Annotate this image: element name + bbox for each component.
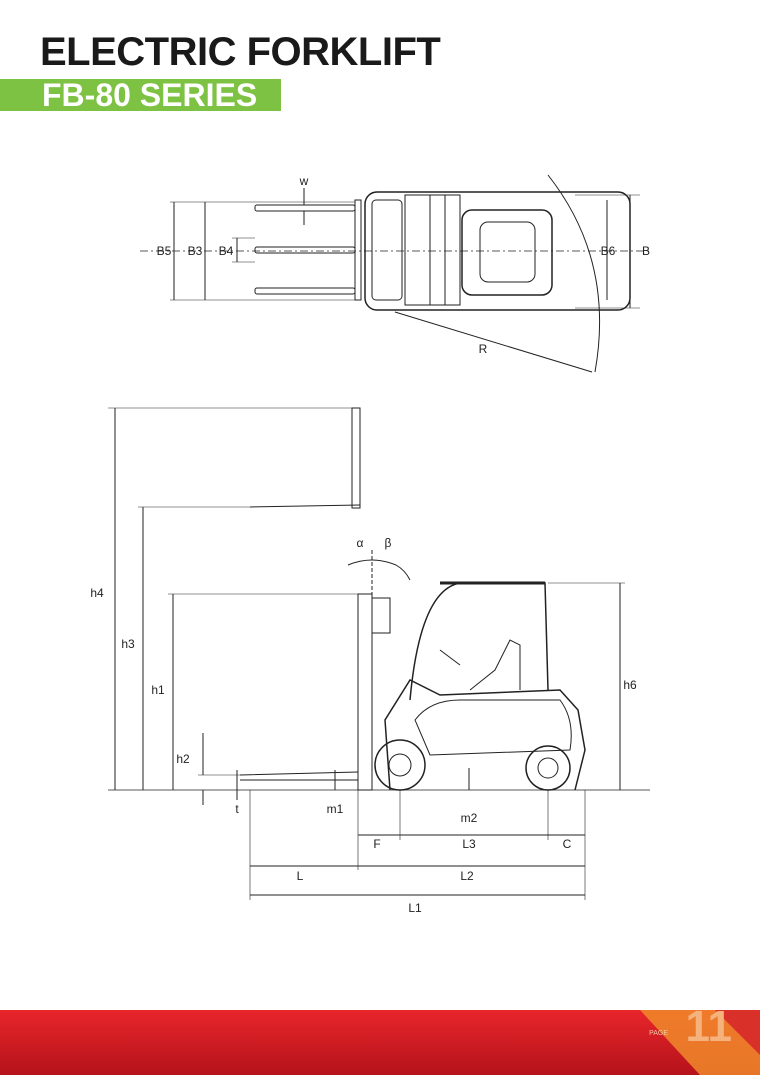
label-c: C: [563, 837, 572, 851]
series-banner: FB-80 SERIES: [0, 77, 281, 113]
page-label: PAGE: [649, 1030, 668, 1037]
label-b4: B4: [219, 244, 234, 258]
label-l1: L1: [408, 901, 422, 915]
page-title: ELECTRIC FORKLIFT: [40, 30, 441, 74]
label-t: t: [235, 802, 239, 816]
label-b6: B6: [601, 244, 616, 258]
label-alpha: α: [357, 536, 364, 550]
label-h1: h1: [151, 683, 165, 697]
label-l3: L3: [462, 837, 476, 851]
label-beta: β: [385, 536, 392, 550]
label-h3: h3: [121, 637, 135, 651]
top-view: w B5 B3 B4 B6 B R: [140, 174, 650, 373]
label-m2: m2: [461, 811, 478, 825]
series-title: FB-80 SERIES: [42, 77, 258, 113]
label-h2: h2: [176, 752, 190, 766]
side-view: h4 h3 h1 h2 t m1 m2 α β h6 F L3 C L L2 L…: [90, 407, 650, 915]
page-number: 11: [685, 1002, 732, 1051]
label-h4: h4: [90, 586, 104, 600]
label-l: L: [297, 869, 304, 883]
footer-accent: [640, 1010, 760, 1075]
label-w: w: [299, 174, 309, 188]
label-b3: B3: [188, 244, 203, 258]
label-h6: h6: [623, 678, 637, 692]
label-m1: m1: [327, 802, 344, 816]
footer-band: [0, 1010, 760, 1075]
label-r: R: [479, 342, 488, 356]
label-b: B: [642, 244, 650, 258]
forklift-dimension-diagram: w B5 B3 B4 B6 B R: [90, 174, 650, 915]
label-b5: B5: [157, 244, 172, 258]
label-f: F: [373, 837, 380, 851]
label-l2: L2: [460, 869, 474, 883]
